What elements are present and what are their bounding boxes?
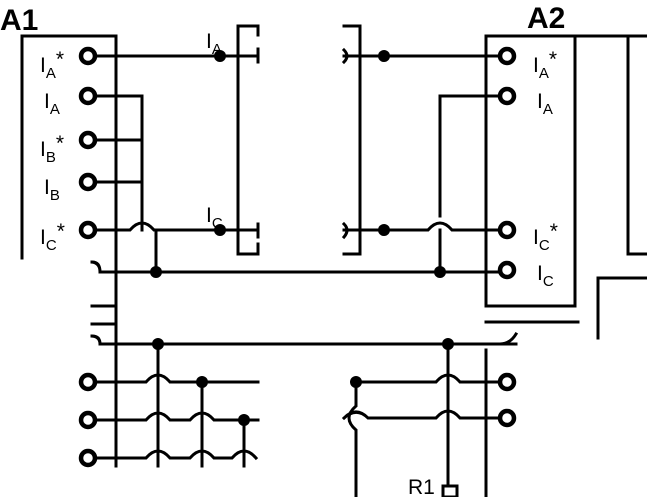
phase-c-wiring <box>86 221 502 274</box>
terminal-label-ib-star: IB* <box>40 132 64 166</box>
junction-dot <box>378 50 390 62</box>
terminal-a2-ia-star <box>497 46 517 66</box>
device-a1: A1 <box>0 4 118 468</box>
wire-ia-a2-return <box>438 94 502 218</box>
terminal-label-ia-star: IA* <box>533 48 557 82</box>
a2-label: A2 <box>527 2 565 35</box>
ct-labels: IA IC <box>206 30 223 232</box>
terminal-a1-ia <box>78 86 98 106</box>
wire-ic-star-a1 <box>86 221 260 232</box>
terminal-label-ia-star: IA* <box>40 48 64 82</box>
bus-272 <box>90 260 502 274</box>
wire-ic-star-a2 <box>342 221 502 232</box>
junction-dot <box>350 376 362 388</box>
terminal-a1-lower <box>78 448 98 468</box>
terminal-a2-ia <box>497 86 517 106</box>
a1-label: A1 <box>0 4 38 37</box>
terminal-label-ic: IC <box>537 262 554 290</box>
a2-terminal-group <box>497 46 517 428</box>
terminal-a2-ic <box>497 260 517 280</box>
terminal-label-ic-star: IC* <box>533 220 558 254</box>
ct-bracket-left <box>236 24 260 256</box>
wire-ib-loop <box>86 138 144 184</box>
bus-344 <box>90 334 518 346</box>
phase-a-wiring <box>86 50 502 232</box>
lower-left-wiring <box>86 342 260 468</box>
device-a2: A2 <box>484 2 647 497</box>
a1-terminal-labels: IA* IA IB* IB IC* <box>40 48 65 254</box>
terminal-a1-lower <box>78 372 98 392</box>
ct-label-ia: IA <box>206 30 222 58</box>
return-bus <box>90 260 519 350</box>
terminal-label-ia: IA <box>44 90 60 118</box>
terminal-label-ia: IA <box>537 90 553 118</box>
terminal-a2-lower <box>497 408 517 428</box>
right-side-boxes <box>484 34 647 340</box>
lower-right-wiring: R1 <box>341 342 502 497</box>
wire-ia-a1-return <box>86 94 144 232</box>
ct-label-ic: IC <box>206 204 223 232</box>
junction-dot <box>196 376 208 388</box>
terminal-a2-ic-star <box>497 220 517 240</box>
junction-dot <box>434 266 446 278</box>
junction-dot <box>214 50 226 62</box>
terminal-a1-lower <box>78 410 98 430</box>
terminal-label-ic-star: IC* <box>40 220 65 254</box>
terminal-a1-ia-star <box>78 46 98 66</box>
junction-dot <box>150 266 162 278</box>
terminal-a1-ib-star <box>78 130 98 150</box>
r1-resistor-symbol <box>441 484 459 497</box>
terminal-label-ib: IB <box>44 176 60 204</box>
ct-bracket-right <box>341 24 362 256</box>
terminal-a1-ib <box>78 172 98 192</box>
junction-dot <box>378 224 390 236</box>
a1-terminal-group <box>78 46 98 468</box>
a2-terminal-labels: IA* IA IC* IC <box>533 48 558 290</box>
junction-dot <box>238 414 250 426</box>
r1-label: R1 <box>408 476 435 497</box>
terminal-a2-lower <box>497 372 517 392</box>
terminal-a1-ic-star <box>78 220 98 240</box>
junction-dot <box>214 224 226 236</box>
